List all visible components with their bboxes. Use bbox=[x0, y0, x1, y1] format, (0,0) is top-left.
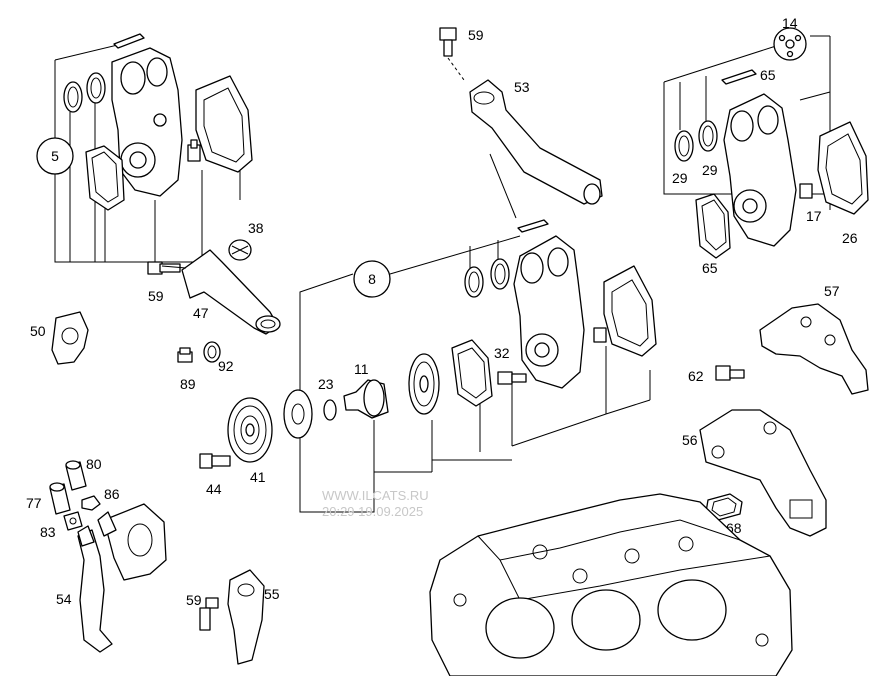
callout-83[interactable]: 83 bbox=[40, 524, 56, 540]
bolt-59-bottom[interactable] bbox=[199, 597, 219, 631]
callout-44[interactable]: 44 bbox=[206, 481, 222, 497]
pipe-47[interactable] bbox=[181, 249, 281, 335]
callout-89[interactable]: 89 bbox=[180, 376, 196, 392]
callout-circle-8 bbox=[353, 260, 391, 298]
engine-block[interactable] bbox=[429, 493, 793, 676]
pipe-55[interactable] bbox=[227, 569, 265, 665]
callout-59-a[interactable]: 59 bbox=[148, 288, 164, 304]
ring-92[interactable] bbox=[203, 341, 221, 363]
callout-17[interactable]: 17 bbox=[806, 208, 822, 224]
callout-29-a[interactable]: 29 bbox=[672, 170, 688, 186]
thermostat-38[interactable] bbox=[228, 239, 252, 261]
sleeve-77[interactable] bbox=[49, 482, 71, 515]
pulley-41[interactable] bbox=[227, 397, 273, 463]
callout-23[interactable]: 23 bbox=[318, 376, 334, 392]
water-pump-assembly-5[interactable] bbox=[54, 33, 253, 263]
watermark-site: WWW.ILCATS.RU bbox=[322, 488, 429, 503]
plug-89[interactable] bbox=[177, 347, 193, 363]
callout-57[interactable]: 57 bbox=[824, 283, 840, 299]
callout-32[interactable]: 32 bbox=[494, 345, 510, 361]
callout-55[interactable]: 55 bbox=[264, 586, 280, 602]
callout-65-b[interactable]: 65 bbox=[702, 260, 718, 276]
callout-54[interactable]: 54 bbox=[56, 591, 72, 607]
pipe-50[interactable] bbox=[51, 311, 89, 365]
callout-41[interactable]: 41 bbox=[250, 469, 266, 485]
nut-86[interactable] bbox=[81, 495, 101, 511]
watermark-datetime: 20:29 19.09.2025 bbox=[322, 504, 423, 519]
callout-53[interactable]: 53 bbox=[514, 79, 530, 95]
callout-11[interactable]: 11 bbox=[354, 361, 369, 377]
callout-56[interactable]: 56 bbox=[682, 432, 698, 448]
bolt-59-left[interactable] bbox=[147, 261, 181, 275]
bolt-59-top[interactable] bbox=[439, 27, 457, 57]
callout-62[interactable]: 62 bbox=[688, 368, 704, 384]
callout-47[interactable]: 47 bbox=[193, 305, 209, 321]
callout-8[interactable]: 8 bbox=[368, 271, 376, 287]
callout-80[interactable]: 80 bbox=[86, 456, 102, 472]
callout-86[interactable]: 86 bbox=[104, 486, 120, 502]
callout-5[interactable]: 5 bbox=[51, 148, 59, 164]
sleeve-80[interactable] bbox=[65, 460, 87, 491]
bolt-44[interactable] bbox=[199, 453, 231, 469]
callout-77[interactable]: 77 bbox=[26, 495, 42, 511]
water-pump-assembly-8[interactable] bbox=[283, 219, 657, 513]
bolt-62[interactable] bbox=[715, 365, 745, 381]
callout-92[interactable]: 92 bbox=[218, 358, 234, 374]
water-pump-assembly-14[interactable] bbox=[663, 27, 869, 259]
callout-14[interactable]: 14 bbox=[782, 15, 798, 31]
callout-circle-5 bbox=[36, 137, 74, 175]
callout-29-b[interactable]: 29 bbox=[702, 162, 718, 178]
clip-83[interactable] bbox=[63, 511, 83, 531]
callout-65-a[interactable]: 65 bbox=[760, 67, 776, 83]
callout-59-b[interactable]: 59 bbox=[468, 27, 484, 43]
pipe-54[interactable] bbox=[77, 503, 167, 653]
callout-50[interactable]: 50 bbox=[30, 323, 46, 339]
callout-59-c[interactable]: 59 bbox=[186, 592, 202, 608]
callout-38[interactable]: 38 bbox=[248, 220, 264, 236]
manifold-56[interactable] bbox=[699, 409, 827, 537]
pipe-53[interactable] bbox=[469, 79, 603, 205]
bracket-57[interactable] bbox=[759, 303, 869, 395]
callout-26[interactable]: 26 bbox=[842, 230, 858, 246]
